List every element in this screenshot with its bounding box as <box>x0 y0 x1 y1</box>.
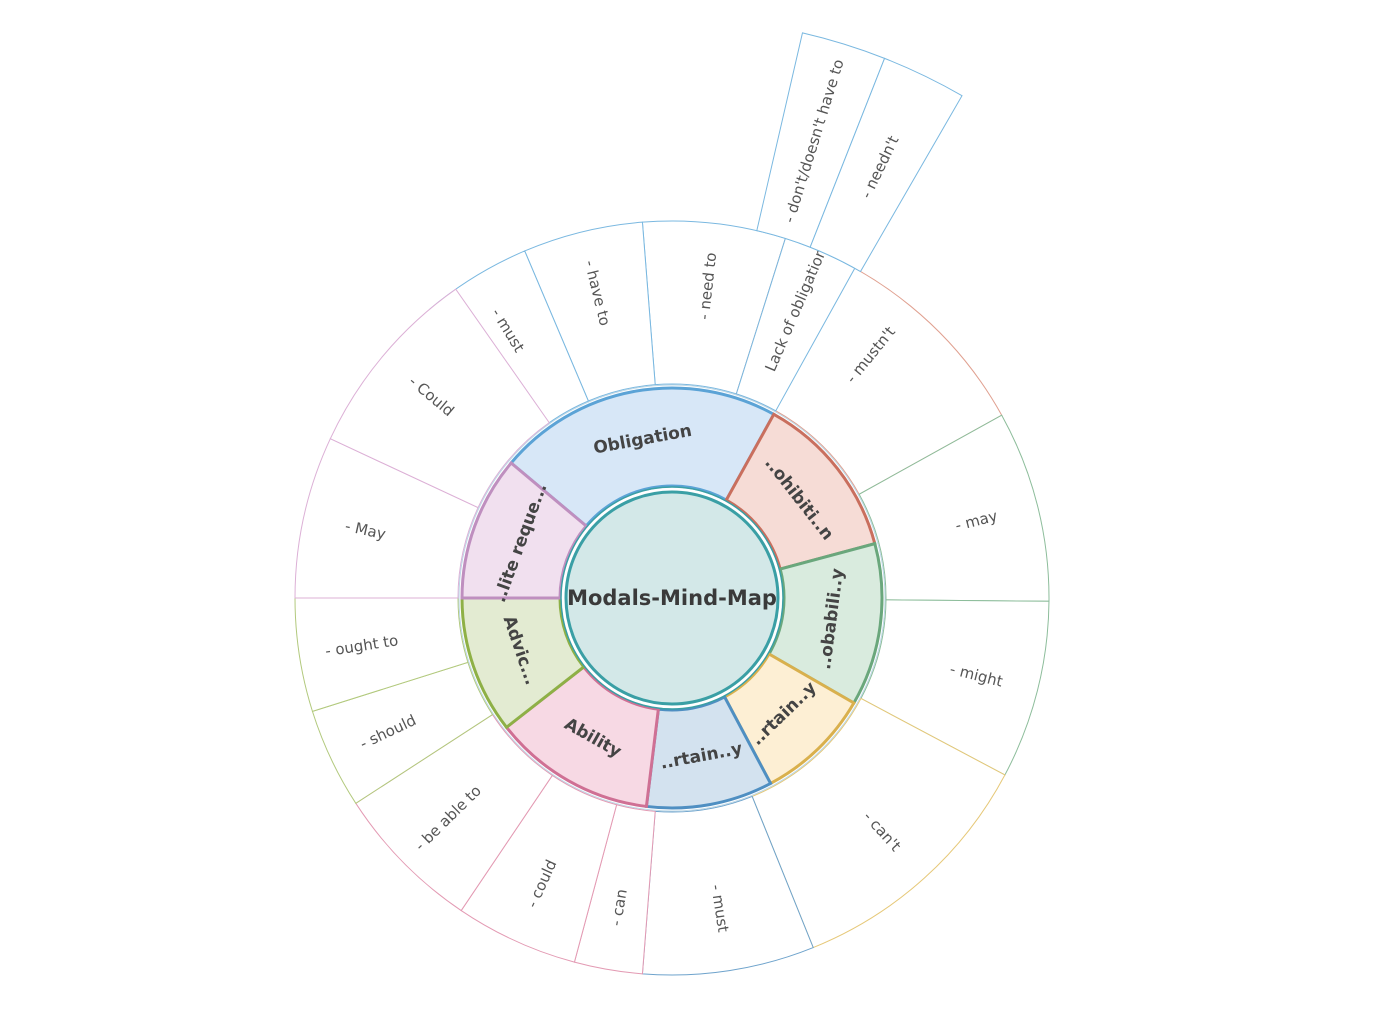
leaf-node[interactable] <box>329 288 550 509</box>
subleaf-node[interactable] <box>809 57 963 273</box>
leaf-layer: - need to- have to- must- mustn't- may- … <box>294 32 1050 976</box>
category-ring-outline <box>458 384 886 812</box>
leaf-node[interactable] <box>524 221 656 402</box>
center-node-label: Modals-Mind-Map <box>567 586 777 610</box>
center-node-ring <box>560 486 784 710</box>
center-node[interactable] <box>564 490 780 706</box>
category-node-obligation[interactable] <box>509 386 776 529</box>
category-layer: Obligation..ohibiti..n..obabili..y..rtai… <box>458 384 886 812</box>
category-node-polite-request[interactable] <box>460 460 589 600</box>
center-layer: Modals-Mind-Map <box>560 486 784 710</box>
